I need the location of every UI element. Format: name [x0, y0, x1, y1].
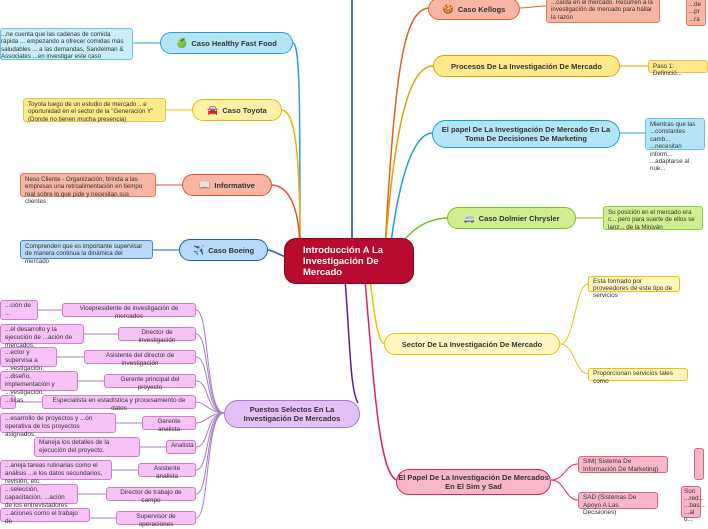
note-kellogs: ...caída en el mercado. Recurren a la in… [546, 0, 660, 23]
role-asistente-director[interactable]: Asistente del director de investigación [84, 350, 196, 367]
role-vicepresidente[interactable]: Vicepresidente de investigación de merca… [62, 303, 196, 320]
central-topic-title: Introducción A La Investigación De Merca… [303, 244, 384, 278]
sim-item-sad: SAD (Sistemas De Apoyo A Las Decisiones) [578, 492, 658, 516]
note-procesos: Paso 1: Definició... [648, 60, 708, 77]
desc-gerente-analista: ...esarrollo de proyectos y ...ón operat… [0, 413, 116, 438]
cookie-icon: 🍪 [442, 3, 454, 14]
topic-informative[interactable]: 📖 Informative [182, 174, 272, 196]
apple-icon: 🍏 [176, 37, 188, 48]
topic-label: El papel De La Investigación De Mercado … [441, 125, 611, 143]
topic-sector[interactable]: Sector De La Investigación De Mercado [384, 333, 560, 355]
van-icon: 🚐 [463, 212, 475, 223]
topic-toyota[interactable]: 🚘 Caso Toyota [192, 99, 282, 121]
note-healthy: ...ne cuenta que las cadenas de comida r… [0, 28, 133, 60]
sector-item-proveedores: Esta formado por proveedores de este tip… [588, 276, 680, 299]
sad-edge-note: Son ...red... ...bas... ...al u... [681, 486, 705, 523]
car-icon: 🚘 [207, 104, 219, 115]
topic-label: Caso Boeing [208, 245, 255, 255]
sim-item-sim: SIM( Sistema De Información De Marketing… [578, 456, 668, 473]
desc-director-campo: ...selección, capacitación, ...ación de … [0, 484, 78, 509]
sector-item-servicios: Proporcionan servicios tales como [588, 368, 688, 385]
topic-puestos-selectos[interactable]: Puestos Selectos En La Investigación De … [224, 400, 360, 428]
topic-boeing[interactable]: ✈️ Caso Boeing [179, 239, 268, 261]
topic-label: Sector De La Investigación De Mercado [401, 339, 543, 349]
desc-director-investigacion: ...el desarrollo y la ejecución de ...ac… [0, 324, 84, 349]
desc-asistente-analista: ...aneja tareas rutinarias como el análi… [0, 460, 112, 485]
topic-label: Caso Kellogs [457, 4, 506, 14]
role-director-investigacion[interactable]: Director de investigación [118, 327, 196, 344]
role-especialista-estadistica[interactable]: Especialista en estadística y procesamie… [42, 395, 196, 412]
topic-healthy-fast-food[interactable]: 🍏 Caso Healthy Fast Food [160, 32, 293, 54]
topic-sim-sad[interactable]: El Papel De La Investigación De Mercados… [396, 469, 551, 495]
puestos-connectors [16, 309, 225, 519]
note-kellogs-edge: ...de ...pr ...ra [686, 0, 706, 26]
airplane-icon: ✈️ [192, 244, 205, 255]
role-director-trabajo-campo[interactable]: Director de trabajo de campo [106, 487, 196, 504]
note-toyota: Toyota luego de un estudio de mercado ..… [23, 98, 166, 123]
topic-label: Informative [214, 180, 255, 190]
topic-label: El Papel De La Investigación De Mercados… [398, 473, 549, 491]
desc-especialista: ...ticas [0, 395, 23, 409]
desc-asistente-director: ...ector y supervisa a ...vestigación. [0, 347, 57, 372]
topic-kellogs[interactable]: 🍪 Caso Kellogs [428, 0, 520, 20]
link-puestos [344, 279, 359, 404]
desc-supervisor: ...aciones como el trabajo de [0, 508, 90, 525]
role-gerente-analista[interactable]: Gerente analista [142, 416, 196, 433]
topic-label: Caso Healthy Fast Food [191, 38, 277, 48]
link-sim [364, 279, 397, 481]
sim-edge-box [694, 448, 704, 480]
note-boeing: Comprenden que es importante supervisar … [20, 240, 153, 265]
link-procesos [384, 65, 434, 251]
desc-analista: Maneja los detalles de la ejecución del … [34, 437, 140, 457]
topic-procesos[interactable]: Procesos De La Investigación De Mercado [433, 55, 620, 77]
note-informative: Neso Cliente - Organización, brinda a la… [20, 173, 156, 205]
topic-label: Procesos De La Investigación De Mercado [451, 61, 602, 71]
link-toyota [281, 109, 301, 251]
role-analista[interactable]: Analista [166, 440, 196, 454]
link-sector [369, 279, 385, 345]
link-papel [389, 132, 433, 251]
topic-label: Caso Toyota [222, 105, 267, 115]
link-kellogs [384, 7, 429, 251]
role-gerente-principal[interactable]: Gerente principal del proyecto [104, 374, 196, 391]
role-supervisor-operaciones[interactable]: Supervisor de operaciones [116, 511, 196, 528]
note-dolmier: Su posición en el mercado era c... pero … [603, 206, 703, 231]
desc-vicepresidente: ...ción de ... [0, 300, 38, 320]
topic-label: Caso Dolmier Chrysler [478, 213, 560, 223]
role-asistente-analista[interactable]: Asistente analista [138, 463, 196, 480]
central-topic[interactable]: Introducción A La Investigación De Merca… [284, 238, 414, 284]
topic-label: Puestos Selectos En La Investigación De … [243, 405, 341, 423]
book-icon: 📖 [199, 179, 211, 190]
topic-papel-investigacion[interactable]: El papel De La Investigación De Mercado … [432, 120, 620, 148]
note-papel: Mientras que las ...constantes camb... .… [645, 118, 705, 172]
desc-gerente-principal: ...diseño, implementación y ...vestigaci… [0, 371, 78, 396]
topic-dolmier-chrysler[interactable]: 🚐 Caso Dolmier Chrysler [447, 207, 576, 229]
branch-connectors [16, 0, 648, 519]
